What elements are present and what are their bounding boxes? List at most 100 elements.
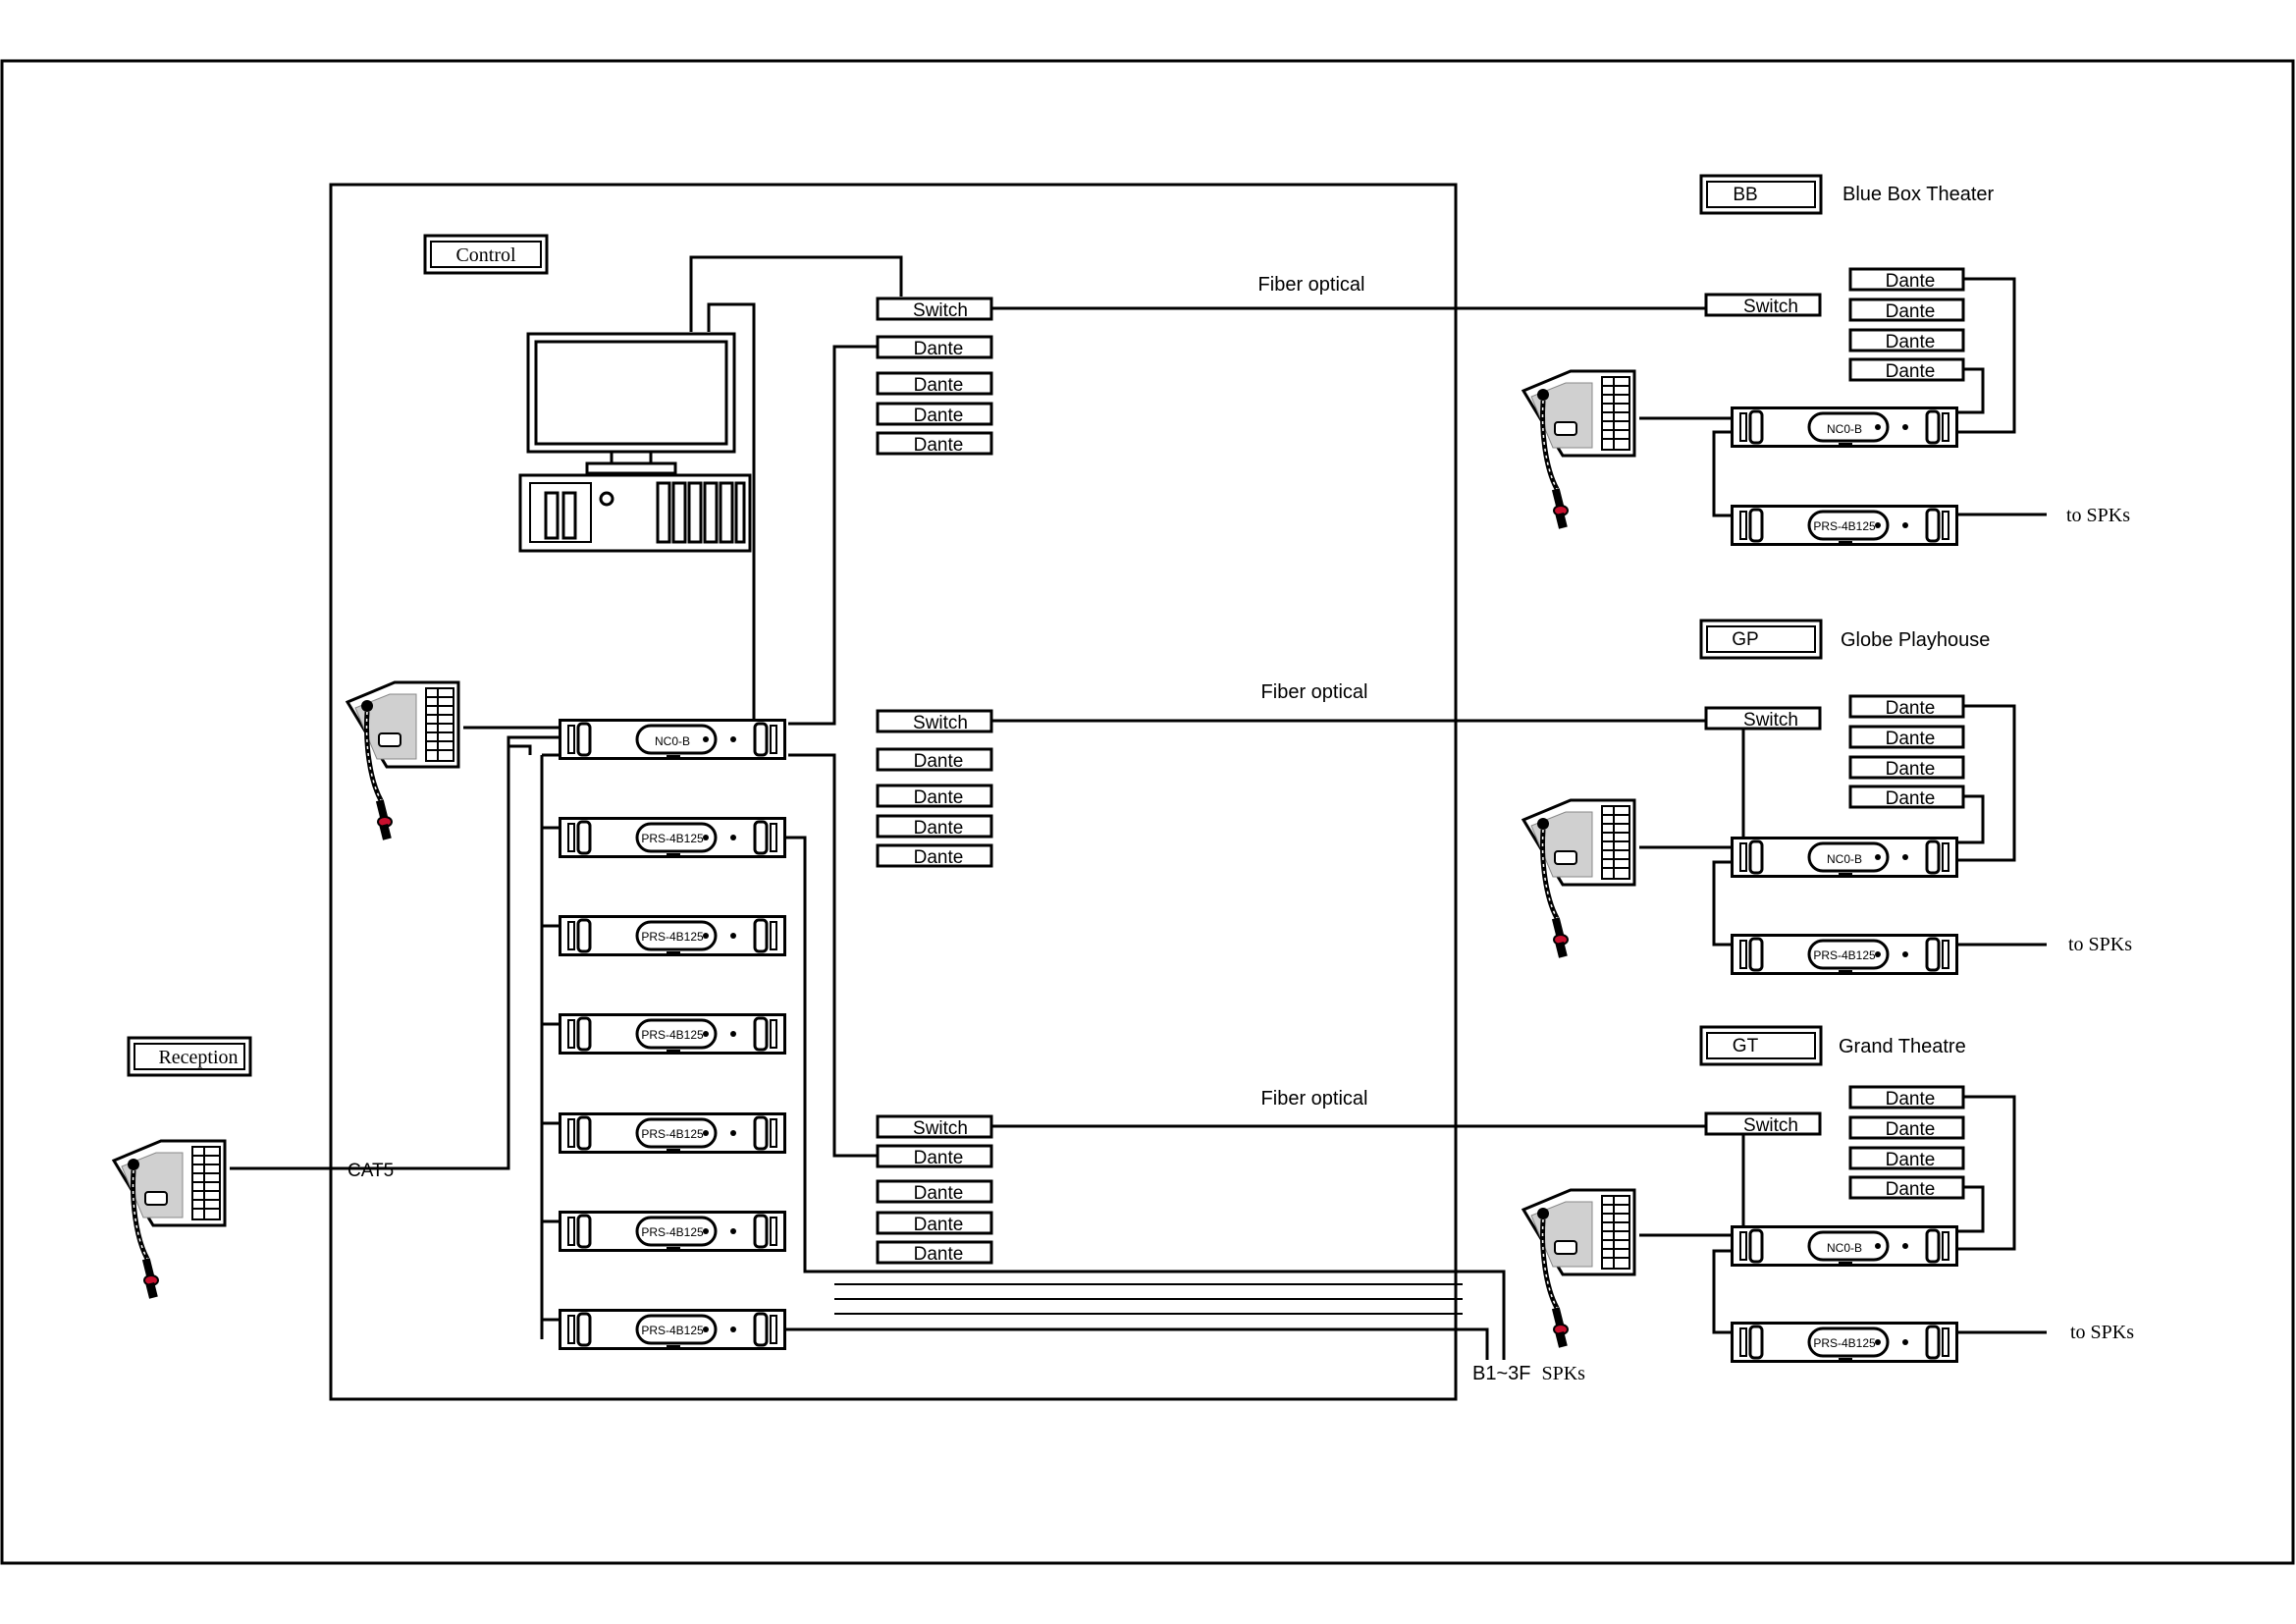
control-dante-group-1: Dante Dante Dante Dante — [876, 335, 993, 456]
control-switch-2: Switch — [876, 709, 993, 733]
venue-code-box: BB — [1699, 174, 1823, 215]
dante-label: Dante — [1886, 301, 1936, 322]
cable-pc-switch — [689, 255, 903, 332]
call-station-icon — [1523, 800, 1634, 958]
cable-pc-nco — [707, 302, 756, 722]
dante-label: Dante — [914, 1244, 964, 1265]
control-room-frame — [329, 183, 1458, 1401]
dante-label: Dante — [914, 375, 964, 396]
control-dante-group-2: Dante Dante Dante Dante — [876, 747, 993, 868]
fiber-label-2: Fiber optical — [1261, 681, 1368, 703]
control-title-box: Control — [423, 234, 549, 275]
prs-label: PRS-4B125 — [641, 1225, 704, 1239]
nco-label: NC0-B — [655, 734, 690, 748]
fiber-label-3: Fiber optical — [1261, 1088, 1368, 1110]
dante-label: Dante — [1886, 332, 1936, 352]
cable-nco-dante-3 — [788, 753, 878, 1158]
control-dante-group-3: Dante Dante Dante Dante — [876, 1144, 993, 1265]
dante-label: Dante — [1886, 1089, 1936, 1110]
dante-label: Dante — [914, 847, 964, 868]
cable-dante-nco — [1958, 277, 2016, 434]
switch-label: Switch — [913, 300, 968, 321]
computer-workstation-icon — [518, 332, 752, 553]
call-station-icon — [347, 682, 458, 840]
venue-gt: GT Grand Theatre Switch Dante Dante Dant… — [1523, 1025, 2134, 1363]
venue-name: Globe Playhouse — [1841, 629, 1990, 651]
prs-label: PRS-4B125 — [1813, 948, 1876, 962]
dante-label: Dante — [1886, 1119, 1936, 1140]
prs-label: PRS-4B125 — [641, 1324, 704, 1337]
venue-code-box: GT — [1699, 1025, 1823, 1066]
spk-output-suffix: SPKs — [1541, 1363, 1585, 1384]
control-title: Control — [455, 244, 516, 266]
prs-label: PRS-4B125 — [641, 1028, 704, 1042]
venue-gp: GP Globe Playhouse Switch Dante Dante Da… — [1523, 619, 2132, 975]
venue-switch-label: Switch — [1743, 1115, 1798, 1136]
switch-label: Switch — [913, 713, 968, 733]
venue-code: GT — [1733, 1036, 1759, 1056]
prs-label: PRS-4B125 — [641, 1127, 704, 1141]
venue-code-box: GP — [1699, 619, 1823, 660]
nco-label: NC0-B — [1827, 1241, 1862, 1255]
nco-label: NC0-B — [1827, 852, 1862, 866]
call-station-icon — [114, 1141, 225, 1299]
spk-output-prefix: B1~3F — [1472, 1363, 1530, 1384]
venue-switch-label: Switch — [1743, 710, 1798, 731]
to-spks-label: to SPKs — [2068, 934, 2132, 955]
dante-label: Dante — [914, 435, 964, 456]
dante-label: Dante — [1886, 698, 1936, 719]
dante-label: Dante — [1886, 271, 1936, 292]
venue-name: Blue Box Theater — [1842, 184, 1995, 205]
call-station-icon — [1523, 1190, 1634, 1348]
venue-name: Grand Theatre — [1839, 1036, 1966, 1057]
fiber-label-1: Fiber optical — [1258, 274, 1365, 296]
reception-title: Reception — [158, 1047, 238, 1068]
dante-label: Dante — [1886, 1179, 1936, 1200]
prs-label: PRS-4B125 — [1813, 519, 1876, 533]
dante-label: Dante — [914, 787, 964, 808]
switch-label: Switch — [913, 1118, 968, 1139]
cable-nco-prs — [1712, 1249, 1731, 1334]
cable-dante-nco — [1958, 1185, 1985, 1233]
dante-label: Dante — [914, 1183, 964, 1204]
control-switch-1: Switch — [876, 297, 993, 321]
control-room: Control Switch Switch Switch Dante Dante… — [329, 183, 1506, 1401]
dante-label: Dante — [914, 1148, 964, 1168]
cable-nco-prs — [1712, 430, 1731, 517]
prs-label: PRS-4B125 — [641, 930, 704, 944]
dante-label: Dante — [1886, 361, 1936, 382]
cable-cat5-branch — [508, 744, 532, 755]
cable-cat5 — [230, 735, 559, 1170]
cable-nco-prs — [1712, 860, 1731, 947]
prs-label: PRS-4B125 — [1813, 1336, 1876, 1350]
venue-code: BB — [1733, 185, 1757, 205]
amp-output-cable — [786, 1327, 1489, 1360]
cable-dante-nco — [1958, 367, 1985, 414]
venue-bb: BB Blue Box Theater Switch Dante Dante D… — [1523, 174, 2130, 546]
prs-label: PRS-4B125 — [641, 832, 704, 845]
page-frame — [0, 59, 2295, 1565]
dante-label: Dante — [1886, 788, 1936, 809]
dante-label: Dante — [1886, 729, 1936, 749]
cable-dante-nco — [1958, 794, 1985, 844]
dante-label: Dante — [1886, 1150, 1936, 1170]
dante-label: Dante — [914, 751, 964, 772]
cable-nco-dante-1 — [788, 345, 878, 726]
nco-label: NC0-B — [1827, 422, 1862, 436]
cat5-label: CAT5 — [347, 1161, 394, 1181]
amp-output-cable — [786, 836, 1506, 1360]
reception-title-box: Reception — [127, 1036, 252, 1077]
call-station-icon — [1523, 371, 1634, 529]
cable-dante-nco — [1958, 1095, 2016, 1251]
control-switch-3: Switch — [876, 1114, 993, 1139]
to-spks-label: to SPKs — [2070, 1322, 2134, 1343]
cable-dante-nco — [1958, 704, 2016, 862]
venue-switch-label: Switch — [1743, 297, 1798, 317]
reception-area: Reception CAT5 — [114, 735, 559, 1299]
dante-label: Dante — [914, 1215, 964, 1235]
to-spks-label: to SPKs — [2066, 505, 2130, 526]
spk-output-label: B1~3F SPKs — [1472, 1363, 1585, 1384]
venue-code: GP — [1732, 629, 1758, 650]
dante-label: Dante — [914, 818, 964, 839]
